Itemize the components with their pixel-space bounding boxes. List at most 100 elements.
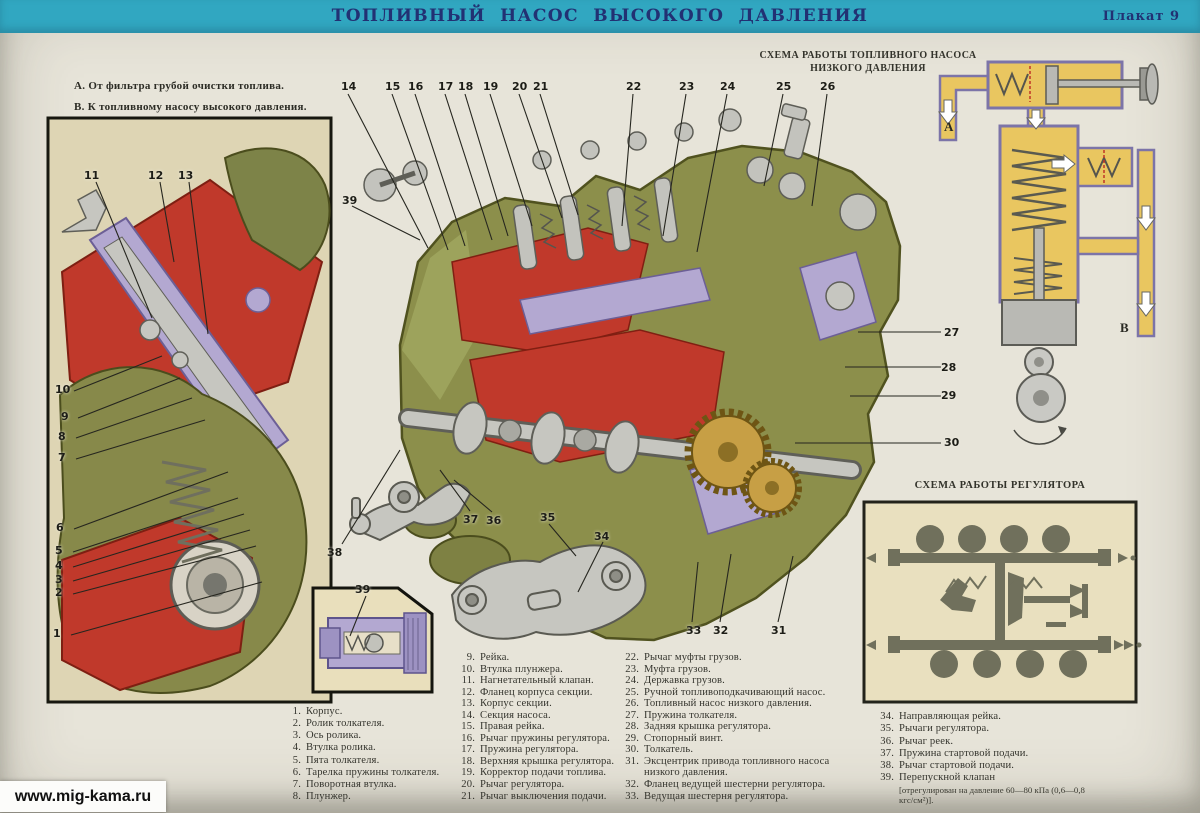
part-number: 1. <box>292 706 301 717</box>
parts-list-item: 17. Пружина регулятора. <box>455 744 633 756</box>
parts-list-item: 11. Нагнетательный клапан. <box>455 675 633 687</box>
part-number: 35. <box>880 723 894 735</box>
callout-number: 26 <box>820 80 836 93</box>
part-name: Фланец корпуса секции. <box>480 686 593 698</box>
parts-list-item: 34. Направляющая рейка. <box>874 711 1156 723</box>
parts-list-item: 39. Перепускной клапан <box>874 772 1156 784</box>
part-number: 3. <box>292 730 301 742</box>
part-name: Ручной топливоподкачивающий насос. <box>644 686 826 698</box>
parts-list-col4: 34. Направляющая рейка. 35. Рычаги регул… <box>874 711 1156 785</box>
parts-list-item: 12. Фланец корпуса секции. <box>455 687 633 699</box>
part-name: Фланец ведущей шестерни регулятора. <box>644 779 826 791</box>
parts-list-item: 18. Верхняя крышка регулятора. <box>455 756 633 768</box>
callout-number: 27 <box>944 326 960 339</box>
bypass-valve-inset <box>311 586 434 694</box>
callout-number: 19 <box>483 80 499 93</box>
part-name: Ведущая шестерня регулятора. <box>644 790 789 802</box>
part-name: Рычаг муфты грузов. <box>644 652 742 663</box>
part-number: 39. <box>880 772 894 784</box>
part-number: 17. <box>461 744 475 756</box>
callout-number: 25 <box>776 80 792 93</box>
part-number: 31. <box>625 755 639 767</box>
part-name: Рычаг выключения подачи. <box>480 790 607 802</box>
callout-number: 33 <box>686 624 702 637</box>
low-pressure-schema-title: СХЕМА РАБОТЫ ТОПЛИВНОГО НАСОСА НИЗКОГО Д… <box>738 49 998 75</box>
part-name: Плунжер. <box>306 791 351 803</box>
parts-list-item: 8. Плунжер. <box>281 791 459 803</box>
parts-list-col1: 1. Корпус. 2. Ролик толкателя. 3. Ось ро… <box>281 706 459 803</box>
part-name: Правая рейка. <box>480 721 545 733</box>
parts-list-item: 2. Ролик толкателя. <box>281 718 459 730</box>
part-number: 13. <box>461 698 475 710</box>
poster-title: ТОПЛИВНЫЙ НАСОС ВЫСОКОГО ДАВЛЕНИЯ <box>331 6 869 26</box>
callout-number: 11 <box>84 169 100 182</box>
callout-number: 10 <box>55 383 71 396</box>
low-pressure-schema-title-line1: СХЕМА РАБОТЫ ТОПЛИВНОГО НАСОСА <box>759 50 977 61</box>
callout-number: 23 <box>679 80 695 93</box>
part-name: Пружина стартовой подачи. <box>899 747 1029 759</box>
legend-notes: А. От фильтра грубой очистки топлива. В.… <box>74 76 307 118</box>
callout-number: 7 <box>58 451 66 464</box>
part-number: 38. <box>880 760 894 772</box>
note-b: В. К топливному насосу высокого давления… <box>74 101 307 113</box>
callout-number: 38 <box>327 546 343 559</box>
parts-list-item: 24. Державка грузов. <box>619 675 862 687</box>
parts-list-item: 6. Тарелка пружины толкателя. <box>281 767 459 779</box>
schema-label-b: В <box>1120 320 1129 335</box>
callout-number: 14 <box>341 80 357 93</box>
part-name: Тарелка пружины толкателя. <box>306 766 440 778</box>
part-number: 21. <box>461 790 475 802</box>
parts-list-item: 22. Рычаг муфты грузов. <box>619 652 862 664</box>
parts-list-item: 16. Рычаг пружины регулятора. <box>455 733 633 745</box>
callout-number: 35 <box>540 511 556 524</box>
part-number: 33. <box>625 790 639 802</box>
part-name: Секция насоса. <box>480 709 551 721</box>
parts-list-item: 35. Рычаги регулятора. <box>874 723 1156 735</box>
callout-number: 2 <box>55 586 63 599</box>
parts-list-item: 5. Пята толкателя. <box>281 755 459 767</box>
part-name: Втулка плунжера. <box>480 663 563 675</box>
part-number: 19. <box>461 767 475 779</box>
part-number: 36. <box>880 735 894 747</box>
parts-list-item: 10. Втулка плунжера. <box>455 664 633 676</box>
part-name: Пружина толкателя. <box>644 709 738 721</box>
main-pump-illustration <box>349 103 902 642</box>
callout-number: 9 <box>61 410 69 423</box>
part-number: 28. <box>625 721 639 733</box>
part-name: Толкатель. <box>644 744 694 756</box>
bypass-valve-note: [отрегулирован на давление 60—80 кПа (0,… <box>899 785 1161 806</box>
part-name: Задняя крышка регулятора. <box>644 721 772 733</box>
parts-list-item: 30. Толкатель. <box>619 744 862 756</box>
callout-number: 8 <box>58 430 66 443</box>
callout-number: 18 <box>458 80 474 93</box>
bypass-valve-note-line1: [отрегулирован на давление 60—80 кПа (0,… <box>899 785 1085 795</box>
part-name: Верхняя крышка регулятора. <box>480 755 615 767</box>
part-number: 9. <box>466 652 475 663</box>
part-number: 16. <box>461 732 475 744</box>
part-number: 7. <box>292 778 301 790</box>
parts-list-item: 20. Рычаг регулятора. <box>455 779 633 791</box>
part-number: 24. <box>625 675 639 687</box>
part-name: Ось ролика. <box>306 730 362 742</box>
low-pressure-schematic-drawing <box>938 60 1159 445</box>
parts-list-item: 21. Рычаг выключения подачи. <box>455 791 633 803</box>
left-section-panel <box>46 116 333 704</box>
part-name: Поворотная втулка. <box>306 778 397 790</box>
regulator-schematic-drawing <box>862 500 1142 704</box>
callout-number: 3 <box>55 573 63 586</box>
callout-number: 31 <box>771 624 787 637</box>
callout-number: 16 <box>408 80 424 93</box>
part-name: Рычаг стартовой подачи. <box>899 760 1015 772</box>
callout-number: 39 <box>355 583 371 596</box>
parts-list-col2: 9. Рейка. 10. Втулка плунжера. 11. Нагне… <box>455 652 633 802</box>
parts-list-item: 9. Рейка. <box>455 652 633 664</box>
bypass-valve-note-line2: кгс/см²)]. <box>899 794 934 805</box>
parts-list-item: 1. Корпус. <box>281 706 459 718</box>
parts-list-item: 13. Корпус секции. <box>455 698 633 710</box>
parts-list-item: 37. Пружина стартовой подачи. <box>874 748 1156 760</box>
part-number: 2. <box>292 718 301 730</box>
parts-list-item: 26. Топливный насос низкого давления. <box>619 698 862 710</box>
low-pressure-schema-title-line2: НИЗКОГО ДАВЛЕНИЯ <box>810 63 926 74</box>
title-bar: ТОПЛИВНЫЙ НАСОС ВЫСОКОГО ДАВЛЕНИЯ Плакат… <box>0 0 1200 33</box>
